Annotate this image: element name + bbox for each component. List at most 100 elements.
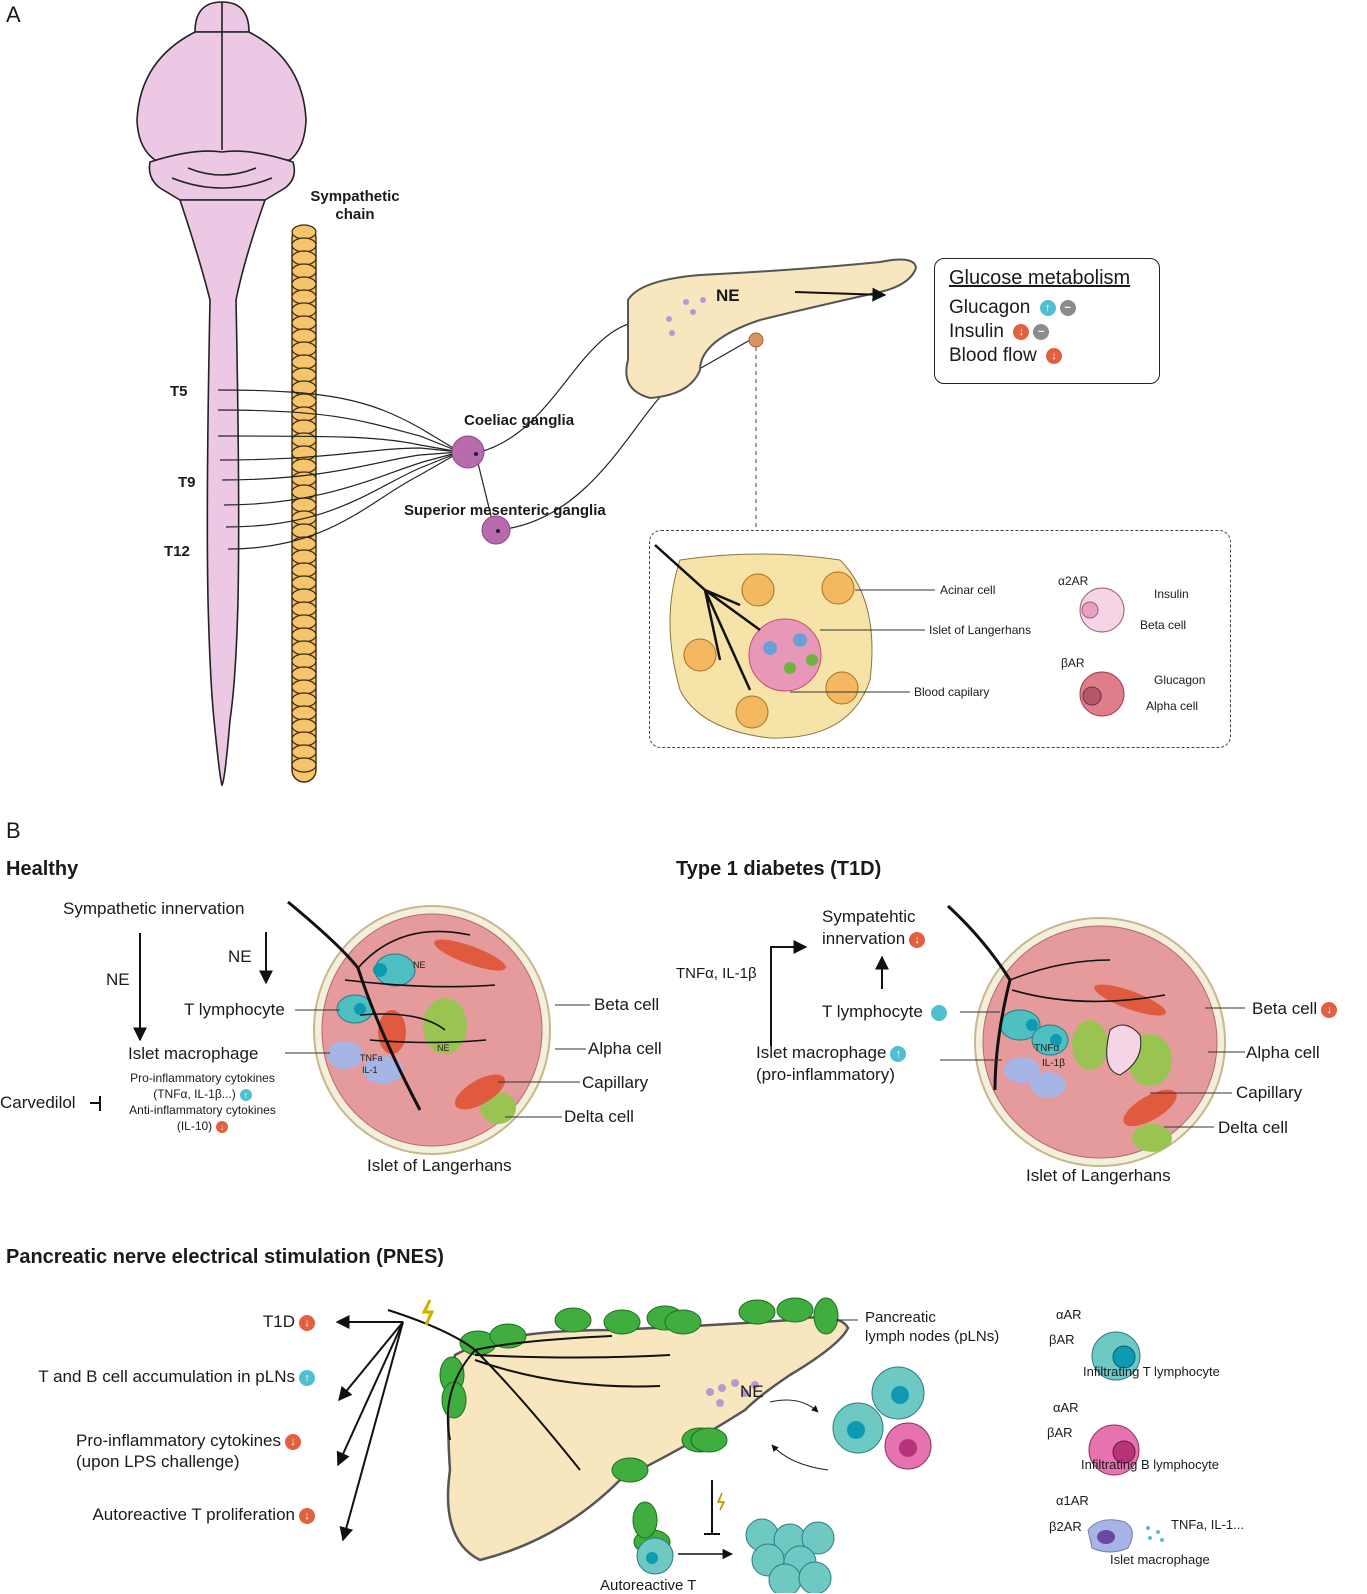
- alpha-cell-label: Alpha cell: [1146, 699, 1199, 713]
- t1d-delta-cell-label: Delta cell: [1218, 1118, 1288, 1137]
- chain-ganglion-bead: [291, 562, 317, 578]
- blood-flow-label: Blood flow: [949, 345, 1037, 366]
- chain-ganglion-bead: [291, 328, 317, 344]
- coeliac-ganglion: [451, 435, 485, 469]
- decrease-icon: [909, 931, 926, 948]
- pnes-effect-label: Autoreactive T proliferation: [92, 1505, 295, 1524]
- chain-ganglion-bead: [291, 367, 317, 383]
- chain-ganglion-bead: [291, 679, 317, 695]
- decrease-icon: [216, 1120, 229, 1133]
- pnes-ne-label: NE: [740, 1382, 764, 1401]
- t1d-islet-drawing: [940, 904, 1245, 1167]
- chain-ganglion-bead: [291, 601, 317, 617]
- chain-ganglion-bead: [291, 458, 317, 474]
- t1d-islet-caption: Islet of Langerhans: [1026, 1166, 1171, 1185]
- chain-ganglion-bead: [291, 419, 317, 435]
- chain-ganglion-bead: [291, 237, 317, 253]
- chain-ganglion-bead: [291, 315, 317, 331]
- brain-spinal-cord: [136, 1, 307, 787]
- autoreactive-t-label: Autoreactive T: [600, 1577, 697, 1594]
- pancreas-a: [625, 258, 918, 530]
- chain-ganglion-bead: [291, 614, 317, 630]
- chain-ganglion-bead: [291, 354, 317, 370]
- pnes-effect-label: T and B cell accumulation in pLNs: [38, 1367, 295, 1386]
- legend-infiltrating-t-label: Infiltrating T lymphocyte: [1083, 1364, 1220, 1379]
- t1d-arrows: [770, 940, 889, 1046]
- healthy-islet-ne-top: NE: [413, 960, 426, 970]
- carvedilol-label: Carvedilol: [0, 1093, 76, 1112]
- spinal-level-t5: T5: [170, 383, 188, 400]
- chain-ganglion-bead: [291, 497, 317, 513]
- t1d-sympathetic-innervation: Sympatehtic innervation: [822, 906, 926, 950]
- anti-inflammatory-label: Anti-inflammatory cytokines: [129, 1103, 276, 1117]
- healthy-alpha-cell-label: Alpha cell: [588, 1039, 662, 1058]
- decrease-icon: [285, 1433, 302, 1450]
- chain-ganglion-bead: [291, 289, 317, 305]
- decrease-icon: [299, 1314, 315, 1331]
- decrease-icon: [299, 1507, 315, 1524]
- legend-macrophage-alpha1-ar: α1AR: [1056, 1493, 1089, 1508]
- sympathetic-chain-label: Sympathetic chain: [300, 188, 410, 224]
- pnes-title: Pancreatic nerve electrical stimulation …: [6, 1246, 444, 1268]
- t1d-alpha-cell-label: Alpha cell: [1246, 1043, 1320, 1062]
- chain-ganglion-bead: [291, 653, 317, 669]
- t1d-title: Type 1 diabetes (T1D): [676, 858, 882, 880]
- chain-ganglion-bead: [291, 341, 317, 357]
- t1d-beta-cell-label: Beta cell: [1252, 999, 1318, 1018]
- t1d-islet-macrophage-label: Islet macrophage: [756, 1043, 887, 1062]
- legend-b-beta-ar: βAR: [1047, 1425, 1073, 1440]
- islet-inset-box: [649, 530, 1231, 748]
- chain-ganglion-bead: [291, 523, 317, 539]
- chain-ganglion-bead: [291, 276, 317, 292]
- increase-icon: [239, 1088, 252, 1101]
- pro-inflammatory-label: Pro-inflammatory cytokines: [130, 1071, 275, 1085]
- pnes-effect-arrows: [335, 1315, 404, 1542]
- t1d-macrophage-block: Islet macrophage (pro-inflammatory): [756, 1042, 907, 1086]
- t-cell-indicator-icon: [930, 1004, 947, 1021]
- insulin-secretion-label: Insulin: [1154, 587, 1189, 601]
- spinal-level-t9: T9: [178, 474, 196, 491]
- chain-ganglion-bead: [291, 731, 317, 747]
- healthy-t-lymphocyte-label: T lymphocyte: [184, 1000, 285, 1019]
- pnes-effect-cytokines-row: Pro-inflammatory cytokines: [76, 1430, 302, 1451]
- chain-ganglion-bead: [291, 757, 317, 773]
- healthy-arrows: [90, 932, 273, 1111]
- healthy-islet-ne-mid: NE: [437, 1043, 450, 1053]
- t1d-cytokines-label: TNFα, IL-1β: [676, 965, 757, 982]
- sympathetic-chain-label-line1: Sympathetic: [310, 188, 400, 205]
- increase-icon: [299, 1369, 315, 1386]
- coeliac-ganglia-label: Coeliac ganglia: [464, 412, 575, 429]
- pancreas-ne-label: NE: [716, 286, 740, 305]
- t1d-sympathetic-line2-row: innervation: [822, 928, 926, 950]
- healthy-islet-caption: Islet of Langerhans: [367, 1156, 512, 1175]
- healthy-ne-left: NE: [106, 970, 130, 989]
- t1d-macrophage-row: Islet macrophage: [756, 1042, 907, 1064]
- t1d-islet-il1b: IL-1β: [1042, 1058, 1065, 1069]
- healthy-ne-right: NE: [228, 947, 252, 966]
- chain-ganglion-bead: [291, 432, 317, 448]
- pnes-effect-label: T1D: [262, 1312, 295, 1331]
- blood-capillary-label: Blood capilary: [914, 685, 990, 699]
- pnes-effect-t1d: T1D: [263, 1312, 315, 1332]
- increase-icon: [890, 1045, 907, 1062]
- decrease-icon: [1013, 323, 1030, 340]
- decrease-icon: [1045, 347, 1062, 364]
- t1d-t-lymphocyte-row: T lymphocyte: [822, 1002, 947, 1022]
- panel-b-letter: B: [6, 818, 21, 843]
- chain-ganglion-bead: [291, 718, 317, 734]
- autoreactive-t-drawing: [636, 1480, 835, 1593]
- sympathetic-chain-label-line2: chain: [335, 206, 375, 223]
- chain-ganglion-bead: [291, 692, 317, 708]
- chain-ganglion-bead: [291, 224, 317, 240]
- legend-islet-macrophage-label: Islet macrophage: [1110, 1552, 1210, 1567]
- lymph-nodes-label-line1: Pancreatic: [865, 1309, 936, 1326]
- pnes-legend-cells: [1087, 1331, 1164, 1553]
- chain-ganglion-bead: [291, 263, 317, 279]
- pnes-pancreas-drawing: [387, 1297, 932, 1562]
- t1d-capillary-label: Capillary: [1236, 1083, 1303, 1102]
- pro-inflammatory-detail-row: (TNFα, IL-1β...): [115, 1086, 290, 1102]
- glucagon-label: Glucagon: [949, 297, 1031, 318]
- chain-ganglion-bead: [291, 549, 317, 565]
- insulin-label: Insulin: [949, 321, 1004, 342]
